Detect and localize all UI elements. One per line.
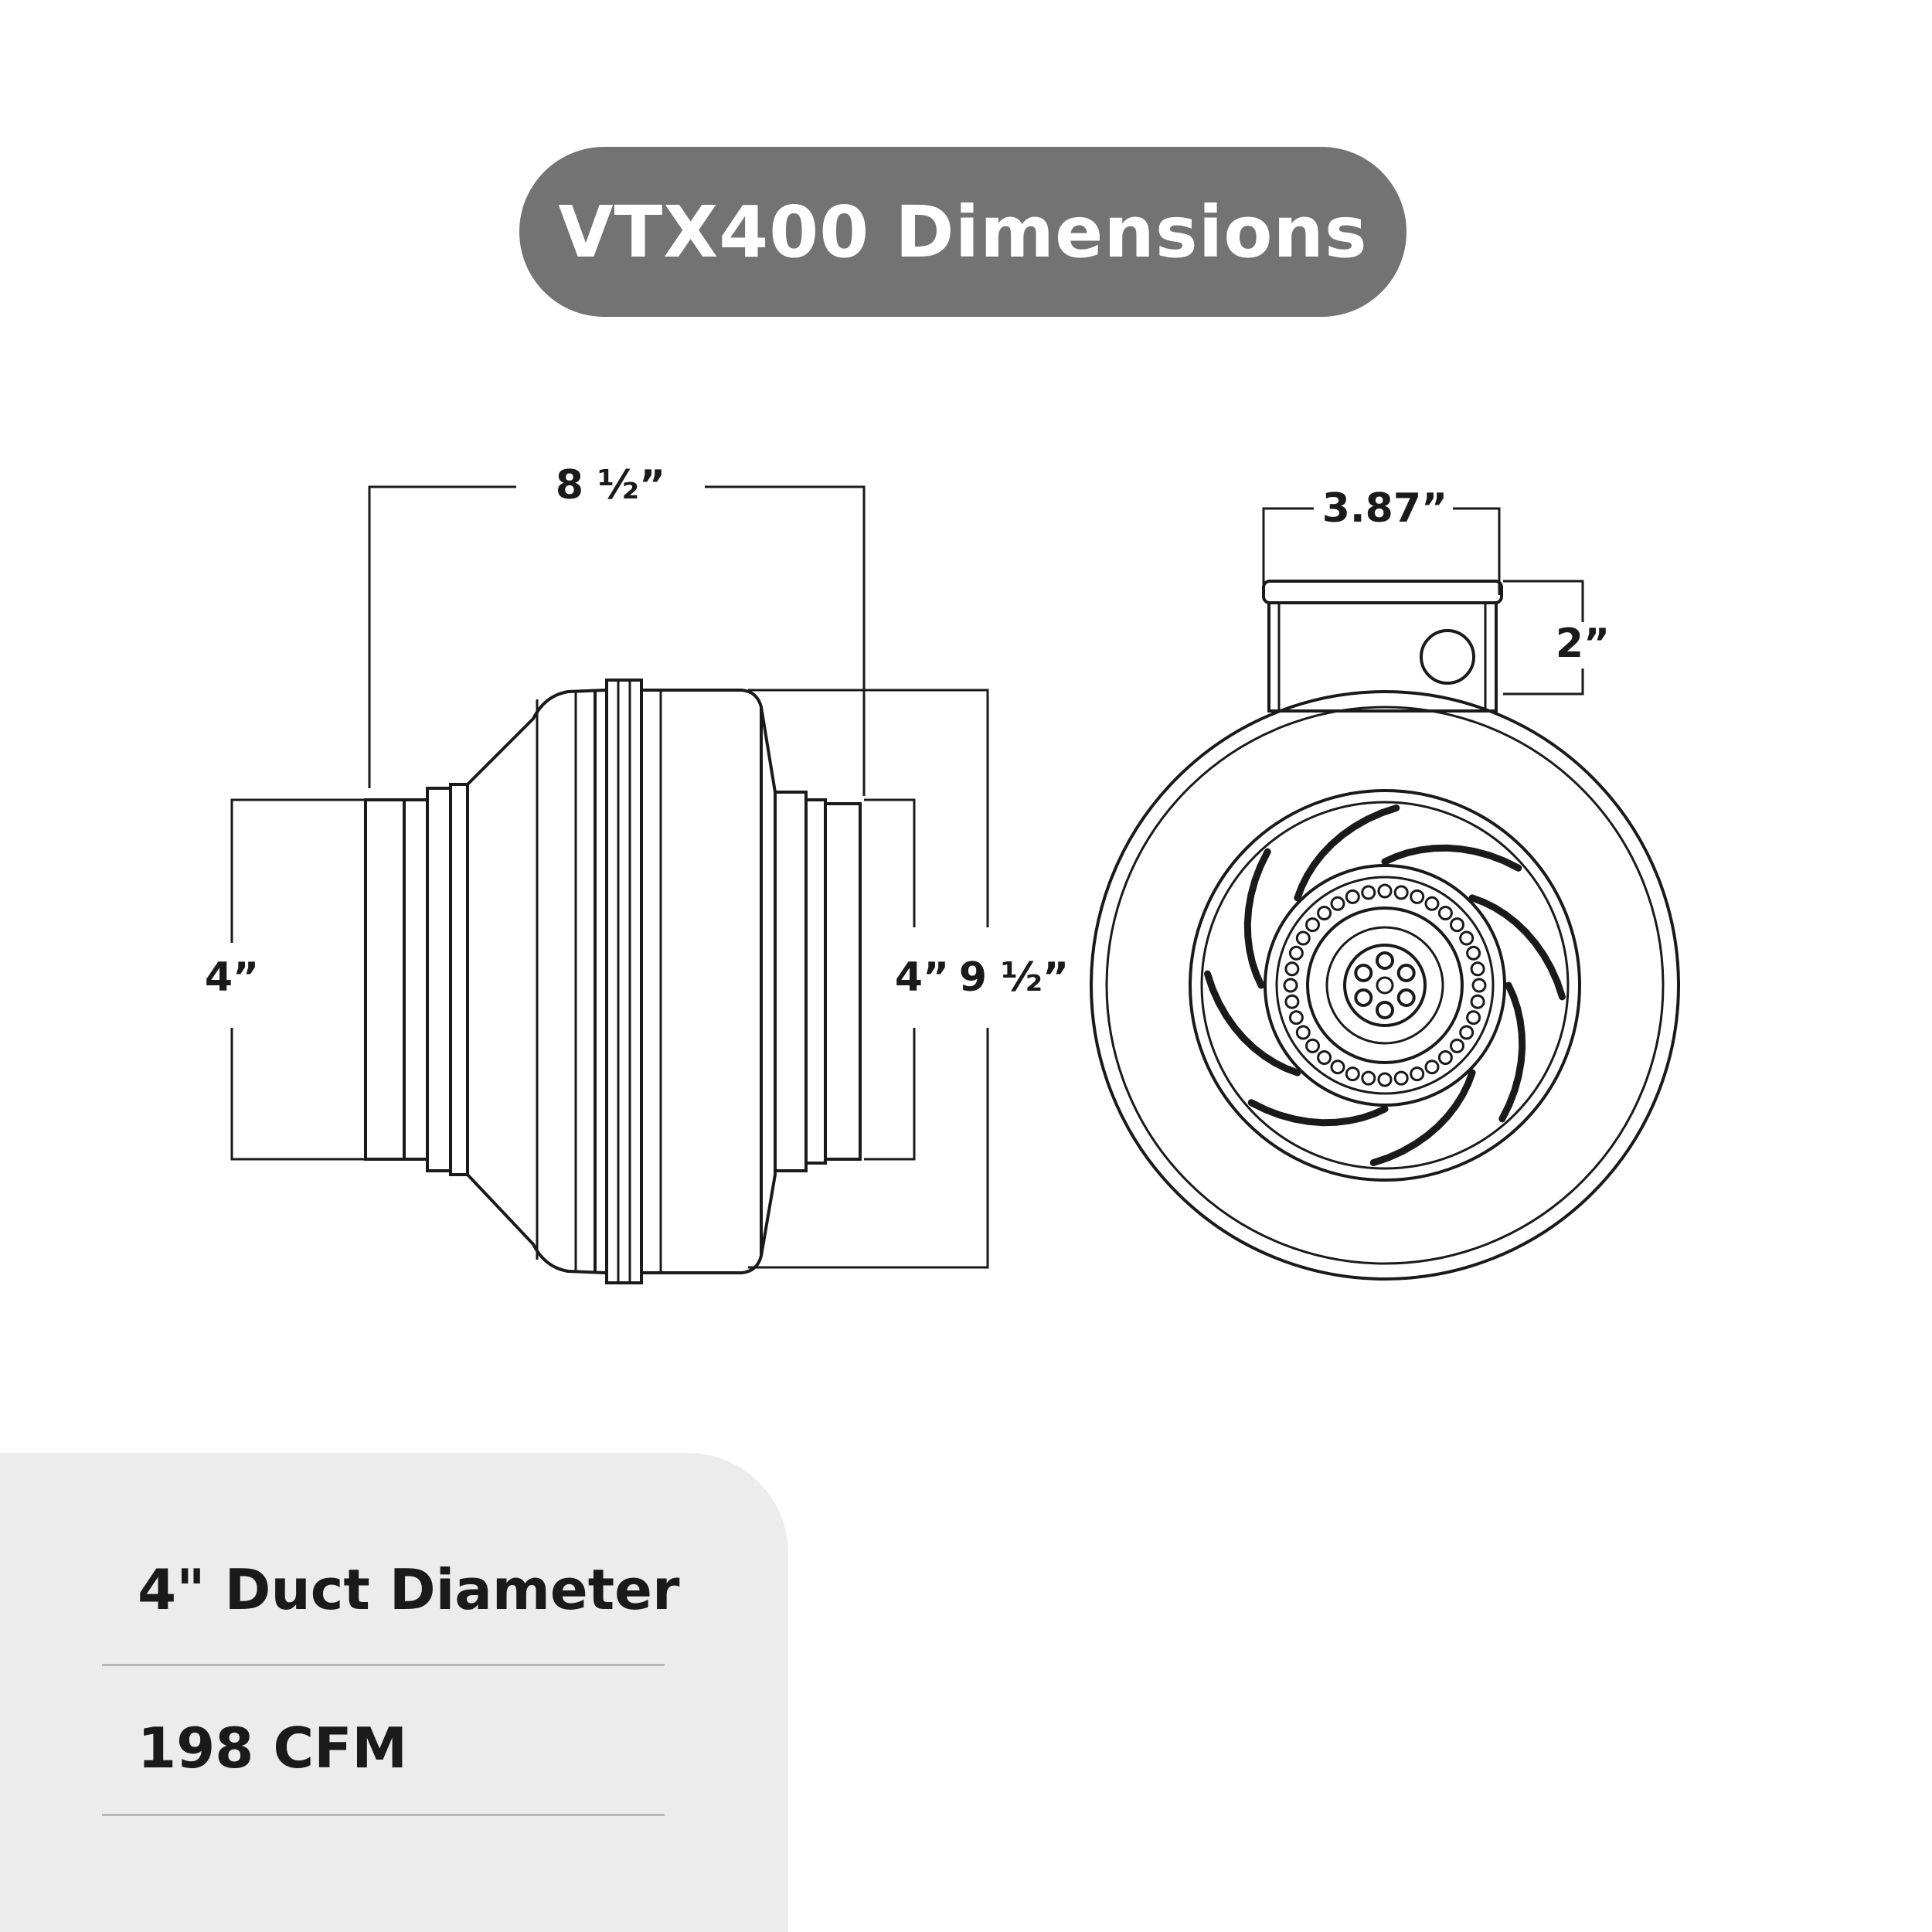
hub-dot <box>1466 1010 1481 1026</box>
inlet-diameter-label: 4” <box>205 954 259 1001</box>
hub-dot <box>1283 978 1298 993</box>
hub-dot <box>1361 885 1376 900</box>
hub-bolt-hole <box>1354 988 1373 1007</box>
spec-divider <box>102 1664 665 1666</box>
impeller-blade <box>1294 804 1400 902</box>
impeller-blade <box>1247 1099 1389 1127</box>
hub-dot <box>1424 896 1440 911</box>
hub-dot <box>1345 889 1360 904</box>
outlet-diameter-label: 4” <box>895 954 949 1001</box>
impeller-blade <box>1498 981 1526 1123</box>
hub-dot <box>1410 889 1425 904</box>
impeller-blade <box>1243 848 1271 989</box>
hub-dot <box>1466 945 1481 961</box>
hub-dot <box>1377 1072 1393 1087</box>
hub-dot <box>1361 1070 1376 1086</box>
front-view-fan <box>1090 580 1680 1281</box>
length-dimension-label: 8 ½” <box>556 462 665 509</box>
hub-dot <box>1393 885 1409 900</box>
hub-dot <box>1377 883 1393 899</box>
hub-dot <box>1330 1060 1345 1075</box>
hub-dot <box>1470 961 1485 977</box>
hub-bolt-hole <box>1354 964 1373 982</box>
hub-bolt-hole <box>1396 964 1416 982</box>
page-title: VTX400 Dimensions <box>558 190 1368 274</box>
spec-panel: 4" Duct Diameter 198 CFM <box>0 1453 788 1932</box>
side-view-dimension-lines <box>230 485 989 1269</box>
hub-dot-ring <box>1283 883 1487 1087</box>
hub-dot <box>1437 906 1453 920</box>
hub-dot <box>1305 1038 1320 1053</box>
hub-dot <box>1284 961 1300 977</box>
spec-divider <box>102 1814 665 1816</box>
body-diameter-label: 9 ½” <box>959 954 1069 1001</box>
hub-dot <box>1424 1060 1440 1075</box>
hub-dot <box>1284 994 1300 1009</box>
hub-dot <box>1450 1038 1464 1053</box>
hub-dot <box>1393 1070 1409 1086</box>
hub-dot <box>1470 994 1485 1009</box>
hub-bolt-hole <box>1376 1001 1394 1019</box>
hub-bolt-hole <box>1376 951 1394 970</box>
impeller-blade <box>1369 1069 1476 1166</box>
hub-dot <box>1317 906 1332 920</box>
side-view-fan <box>364 679 862 1284</box>
impeller-blade <box>1381 844 1522 872</box>
hub-dot <box>1317 1050 1332 1065</box>
impeller-blade <box>1468 894 1566 1001</box>
hub-dot <box>1450 917 1464 933</box>
hub-dot <box>1437 1050 1453 1065</box>
box-height-label: 2” <box>1556 621 1610 667</box>
impeller-blades <box>1204 804 1566 1166</box>
hub-dot <box>1345 1066 1360 1082</box>
hub-dot <box>1410 1066 1425 1082</box>
airflow-spec: 198 CFM <box>138 1716 408 1781</box>
hub-dot <box>1459 930 1475 946</box>
hub-dot <box>1295 1025 1311 1040</box>
box-width-label: 3.87” <box>1322 485 1447 532</box>
hub-dot <box>1330 896 1345 911</box>
hub-bolt-holes <box>1354 951 1416 1019</box>
duct-diameter-spec: 4" Duct Diameter <box>138 1557 680 1622</box>
title-banner: VTX400 Dimensions <box>519 147 1406 317</box>
hub-bolt-hole <box>1396 988 1416 1007</box>
front-view-dimension-lines <box>1262 507 1584 696</box>
hub-dot <box>1288 945 1304 961</box>
hub-dot <box>1305 917 1320 933</box>
hub-dot <box>1459 1025 1475 1040</box>
hub-dot <box>1295 930 1311 946</box>
impeller-blade <box>1204 970 1301 1077</box>
hub-dot <box>1471 978 1487 993</box>
hub-dot <box>1288 1010 1304 1026</box>
